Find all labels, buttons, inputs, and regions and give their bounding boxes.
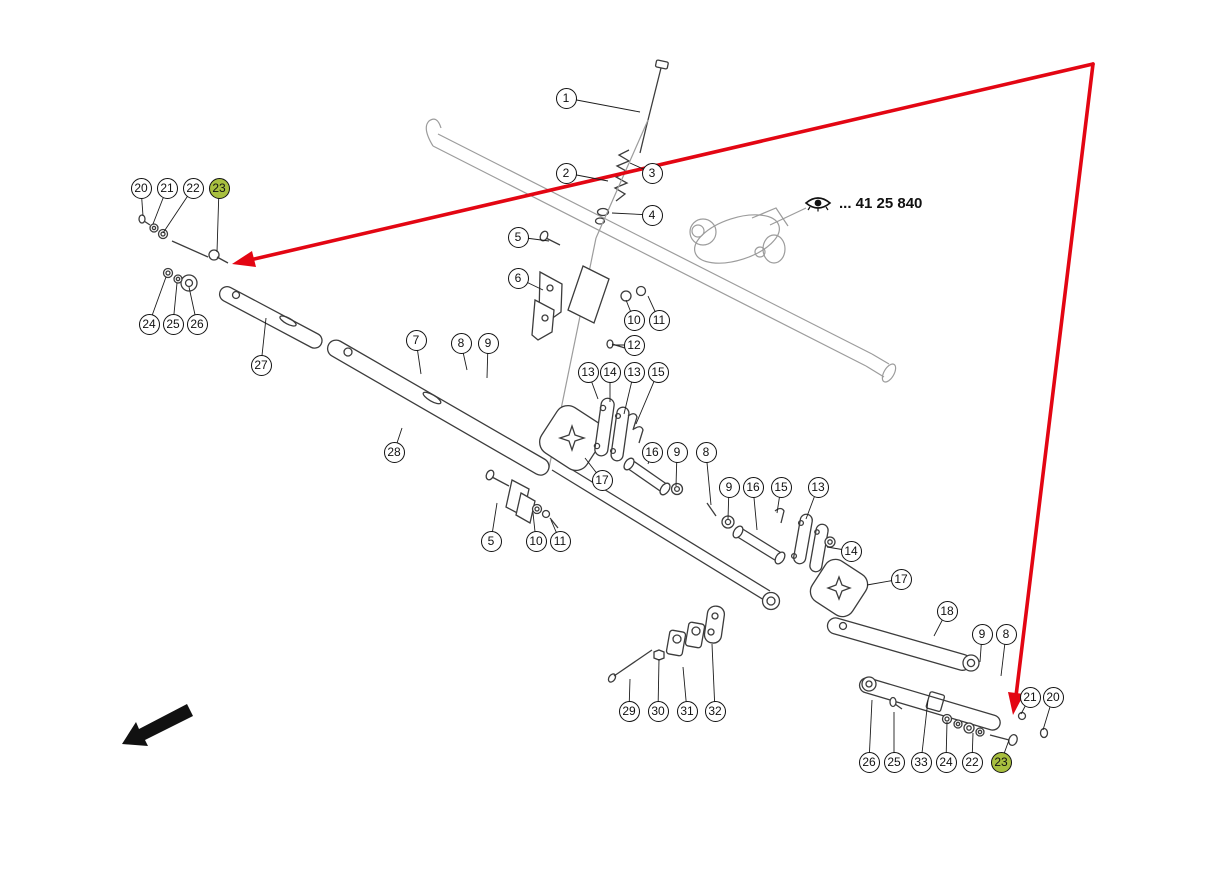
gearbox — [689, 207, 789, 264]
right-spacer-rod — [721, 507, 786, 565]
callout-26[interactable]: 26 — [186, 313, 208, 335]
bottom-clamp-assembly — [607, 605, 726, 683]
callout-8[interactable]: 8 — [450, 332, 472, 354]
callout-5[interactable]: 5 — [480, 530, 502, 552]
callout-33[interactable]: 33 — [910, 751, 932, 773]
right-upper-arm — [826, 617, 980, 672]
callout-30[interactable]: 30 — [647, 700, 669, 722]
left-wear-plate-and-links — [538, 397, 644, 472]
right-lower-arm — [858, 676, 1001, 731]
callout-10[interactable]: 10 — [525, 530, 547, 552]
callout-9[interactable]: 9 — [666, 441, 688, 463]
callout-leader-1 — [565, 97, 641, 113]
left-spacer-rod — [623, 457, 717, 517]
callout-16[interactable]: 16 — [742, 476, 764, 498]
callout-20[interactable]: 20 — [1042, 686, 1064, 708]
callout-23-highlighted[interactable]: 23 — [990, 751, 1012, 773]
callout-5[interactable]: 5 — [507, 226, 529, 248]
callout-1[interactable]: 1 — [555, 87, 577, 109]
callout-11[interactable]: 11 — [648, 309, 670, 331]
callout-leader-32 — [711, 643, 716, 712]
callout-2[interactable]: 2 — [555, 162, 577, 184]
callout-24[interactable]: 24 — [138, 313, 160, 335]
callout-20[interactable]: 20 — [130, 177, 152, 199]
callout-24[interactable]: 24 — [935, 751, 957, 773]
callout-25[interactable]: 25 — [883, 751, 905, 773]
callout-8[interactable]: 8 — [995, 623, 1017, 645]
reference-number: ... 41 25 840 — [839, 194, 923, 212]
callout-25[interactable]: 25 — [162, 313, 184, 335]
callout-32[interactable]: 32 — [704, 700, 726, 722]
center-bracket-assembly — [531, 230, 647, 349]
callout-11[interactable]: 11 — [549, 530, 571, 552]
callout-17[interactable]: 17 — [591, 469, 613, 491]
callout-10[interactable]: 10 — [623, 309, 645, 331]
callout-13[interactable]: 13 — [577, 361, 599, 383]
callout-21[interactable]: 21 — [1019, 686, 1041, 708]
right-links-and-wear-plate — [790, 513, 869, 618]
callout-21[interactable]: 21 — [156, 177, 178, 199]
callout-28[interactable]: 28 — [383, 441, 405, 463]
callout-7[interactable]: 7 — [405, 329, 427, 351]
callout-9[interactable]: 9 — [718, 476, 740, 498]
callout-14[interactable]: 14 — [599, 361, 621, 383]
upper-left-arm — [218, 285, 323, 349]
callout-8[interactable]: 8 — [695, 441, 717, 463]
callout-9[interactable]: 9 — [477, 332, 499, 354]
callout-15[interactable]: 15 — [647, 361, 669, 383]
reference-link[interactable]: ... 41 25 840 — [804, 194, 922, 212]
bottom-right-fasteners — [889, 696, 1049, 746]
callout-22[interactable]: 22 — [961, 751, 983, 773]
center-clevis-and-bolt — [485, 469, 559, 529]
left-pivot-fasteners — [138, 214, 229, 292]
callout-9[interactable]: 9 — [971, 623, 993, 645]
callout-12[interactable]: 12 — [623, 334, 645, 356]
callout-6[interactable]: 6 — [507, 267, 529, 289]
see-reference-eye-icon — [804, 197, 832, 212]
callout-29[interactable]: 29 — [618, 700, 640, 722]
callout-14[interactable]: 14 — [840, 540, 862, 562]
callout-leader-23 — [216, 187, 220, 253]
callout-22[interactable]: 22 — [182, 177, 204, 199]
travel-direction-arrow-icon — [122, 704, 193, 746]
callout-15[interactable]: 15 — [770, 476, 792, 498]
callout-23-highlighted[interactable]: 23 — [208, 177, 230, 199]
callout-26[interactable]: 26 — [858, 751, 880, 773]
callout-17[interactable]: 17 — [890, 568, 912, 590]
callout-13[interactable]: 13 — [623, 361, 645, 383]
callout-4[interactable]: 4 — [641, 204, 663, 226]
callout-31[interactable]: 31 — [676, 700, 698, 722]
background-frame-shaft — [425, 118, 897, 383]
callout-27[interactable]: 27 — [250, 354, 272, 376]
callout-16[interactable]: 16 — [641, 441, 663, 463]
callout-13[interactable]: 13 — [807, 476, 829, 498]
callout-3[interactable]: 3 — [641, 162, 663, 184]
callout-18[interactable]: 18 — [936, 600, 958, 622]
